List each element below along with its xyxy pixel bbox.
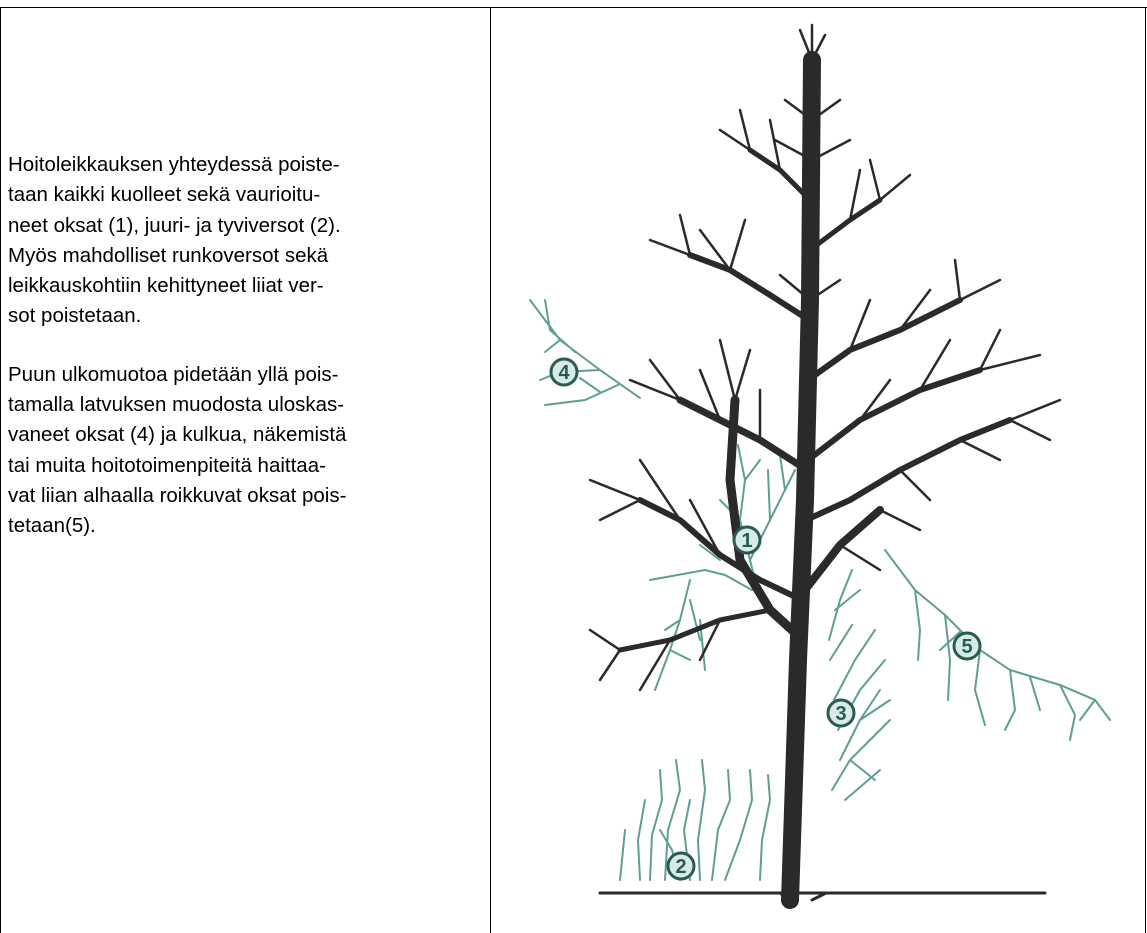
label-4: 4	[551, 359, 577, 385]
text-cell: Hoitoleikkauksen yhteydessä poiste- taan…	[8, 150, 486, 542]
table-border-left	[0, 7, 1, 933]
label-3-text: 3	[835, 703, 846, 725]
paragraph-pruning-removal: Hoitoleikkauksen yhteydessä poiste- taan…	[8, 150, 486, 332]
label-1-text: 1	[741, 530, 752, 552]
label-1: 1	[734, 527, 760, 553]
text-line: tamalla latvuksen muodosta uloskas-	[8, 390, 486, 420]
text-line: vat liian alhaalla roikkuvat oksat pois-	[8, 481, 486, 511]
text-line: sot poistetaan.	[8, 301, 486, 331]
label-4-text: 4	[558, 362, 570, 384]
label-2-text: 2	[675, 856, 686, 878]
label-3: 3	[828, 700, 854, 726]
table-border-middle	[490, 7, 491, 933]
text-line: Myös mahdolliset runkoversot sekä	[8, 241, 486, 271]
text-line: Hoitoleikkauksen yhteydessä poiste-	[8, 150, 486, 180]
text-line: tai muita hoitotoimenpiteitä haittaa-	[8, 451, 486, 481]
label-5-text: 5	[961, 636, 972, 658]
text-line: Puun ulkomuotoa pidetään yllä pois-	[8, 360, 486, 390]
removed-branches	[530, 300, 1110, 880]
text-line: tetaan(5).	[8, 511, 486, 541]
text-line: neet oksat (1), juuri- ja tyviversot (2)…	[8, 211, 486, 241]
text-line: vaneet oksat (4) ja kulkua, näkemistä	[8, 420, 486, 450]
tree-silhouette	[590, 25, 1060, 900]
paragraph-crown-shape: Puun ulkomuotoa pidetään yllä pois- tama…	[8, 360, 486, 542]
text-line: leikkauskohtiin kehittyneet liiat ver-	[8, 271, 486, 301]
label-2: 2	[668, 853, 694, 879]
text-line: taan kaikki kuolleet sekä vaurioitu-	[8, 180, 486, 210]
tree-pruning-illustration: 4 1 5 3 2	[494, 8, 1147, 933]
label-5: 5	[954, 633, 980, 659]
